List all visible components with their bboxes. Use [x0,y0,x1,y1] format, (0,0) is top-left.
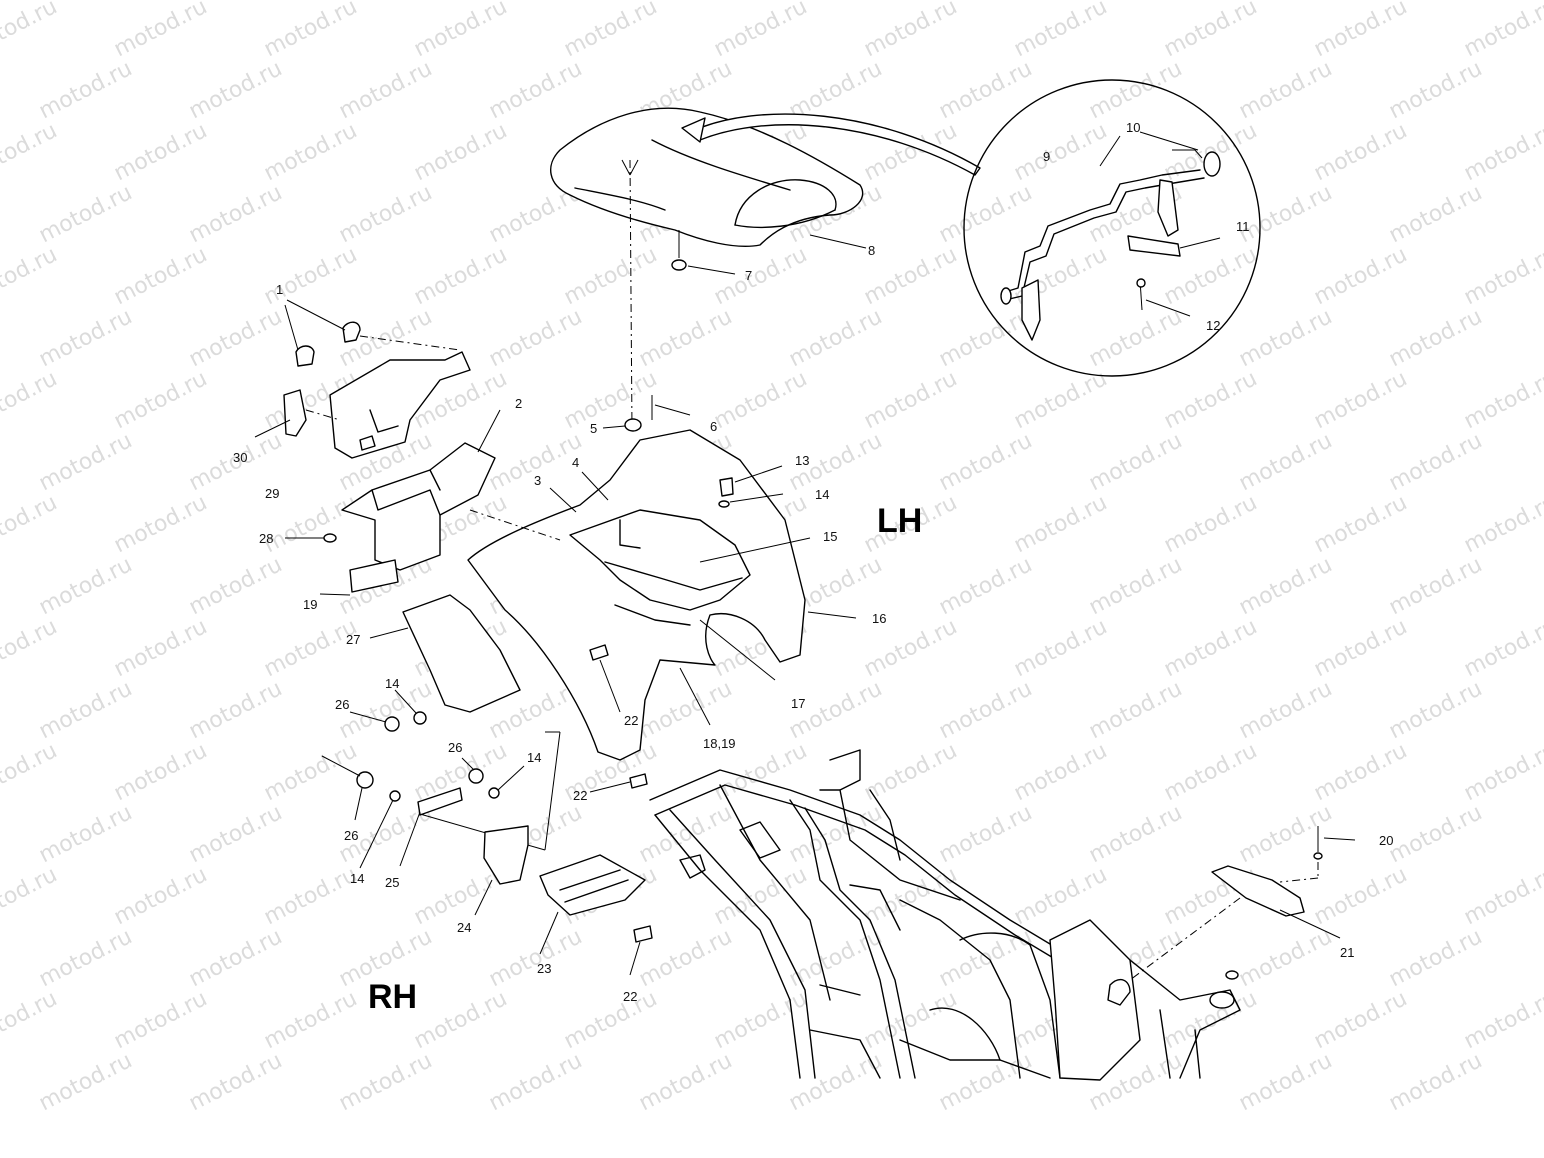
seat [550,107,864,248]
part-label-4: 4 [572,455,580,470]
part-label-20: 20 [1379,833,1394,848]
part-label-24: 24 [457,920,472,935]
part-label-25: 25 [385,875,400,890]
detail-view [963,79,1261,377]
rh-side-label: RH [368,978,418,1016]
part-label-26-top: 26 [335,697,350,712]
part-label-7: 7 [745,268,753,283]
part-label-14-top: 14 [815,487,830,502]
washer-28 [285,533,337,543]
part-label-14-mid: 14 [385,676,400,691]
part-label-16: 16 [872,611,887,626]
part-label-15: 15 [823,529,838,544]
part-label-5: 5 [590,421,598,436]
part-label-22-fender: 22 [624,713,639,728]
fasteners-top [469,395,857,726]
clips-1 [284,299,461,367]
part-label-18-19: 18,19 [703,736,736,751]
part-label-22-bottom: 22 [623,989,638,1004]
part-label-22-mid: 22 [573,788,588,803]
part-label-8: 8 [868,243,876,258]
part-label-12: 12 [1206,318,1221,333]
mud-flap-27 [369,594,521,713]
bracket-30 [254,389,341,438]
grommet-7 [671,230,736,275]
part-label-10: 10 [1126,120,1141,135]
part-label-13: 13 [795,453,810,468]
part-label-9: 9 [1043,149,1051,164]
skid-plate-21 [1129,826,1356,981]
part-label-21: 21 [1340,945,1355,960]
part-label-27: 27 [346,632,361,647]
part-label-3: 3 [534,473,542,488]
frame [649,749,1241,1081]
part-label-23: 23 [537,961,552,976]
part-label-19: 19 [303,597,318,612]
part-label-26-mid: 26 [448,740,463,755]
bolt-22 [589,644,621,713]
pad-19 [319,559,399,596]
part-label-28: 28 [259,531,274,546]
part-label-14-bottom: 14 [350,871,365,886]
part-label-29: 29 [265,486,280,501]
bolts-22 [589,773,653,976]
part-label-2: 2 [515,396,523,411]
tray-23 [539,854,646,955]
part-label-14-right: 14 [527,750,542,765]
part-label-17: 17 [791,696,806,711]
battery-cover-29 [329,351,471,459]
fasteners-26-14 [321,689,525,869]
part-label-26-bottom: 26 [344,828,359,843]
part-label-11: 11 [1236,219,1250,234]
rear-fender [467,429,806,761]
battery-box-2 [341,409,501,571]
part-label-1: 1 [276,282,284,297]
part-label-30: 30 [233,450,248,465]
bracket-24 [474,825,529,916]
lh-side-label: LH [877,502,923,540]
part-label-6: 6 [710,419,718,434]
arrow-to-detail [681,113,981,176]
